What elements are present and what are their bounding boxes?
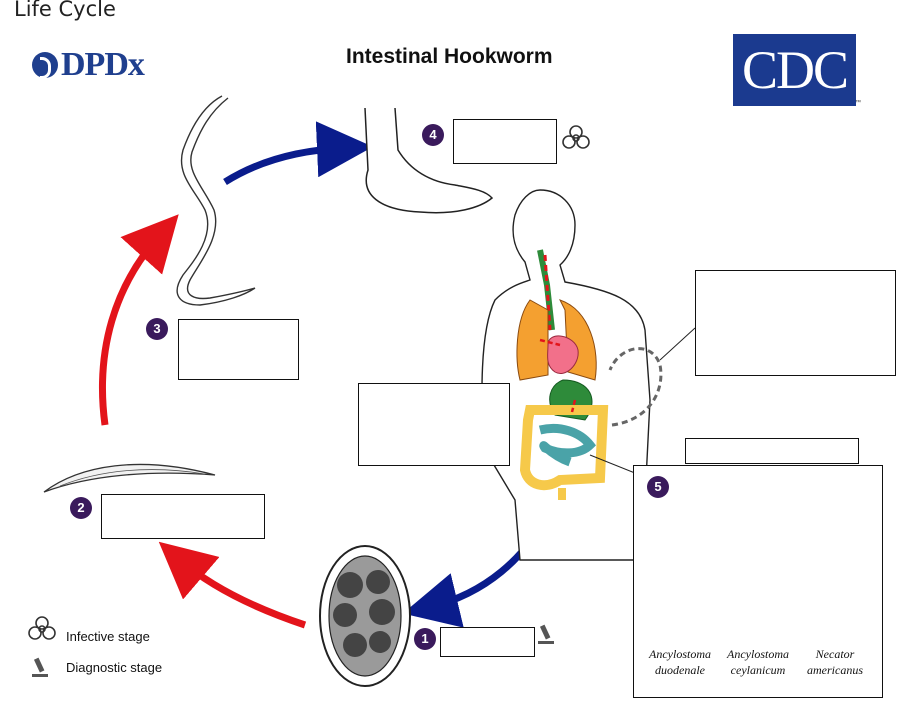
page-heading: Life Cycle	[14, 0, 116, 21]
species-epithet-3: americanus	[807, 663, 863, 677]
species-epithet-2: ceylanicum	[730, 663, 786, 677]
small-intestine	[538, 423, 596, 467]
microscope-icon	[538, 624, 554, 644]
legend-diagnostic-label: Diagnostic stage	[66, 660, 163, 675]
label-box-organs[interactable]	[358, 383, 510, 466]
stage-badge-4: 4	[422, 124, 444, 146]
arrow-eggs-to-rhabditiform	[158, 541, 307, 629]
label-box-migration[interactable]	[695, 270, 896, 376]
arrow-rhabditiform-to-filariform	[99, 214, 179, 426]
dpdx-logo: DPDx	[32, 46, 145, 84]
human-torso	[481, 189, 651, 561]
filariform-larva	[176, 95, 256, 306]
stage-badge-1: 1	[414, 628, 436, 650]
stage-badge-5: 5	[647, 476, 669, 498]
label-box-stage-5[interactable]	[685, 438, 859, 464]
species-label-2: Ancylostoma ceylanicum	[718, 646, 798, 678]
stage-badge-3: 3	[146, 318, 168, 340]
label-box-stage-3[interactable]	[178, 319, 299, 380]
arrow-filariform-to-skin	[223, 121, 373, 185]
species-genus-1: Ancylostoma	[649, 647, 711, 661]
heart	[547, 335, 579, 374]
species-genus-2: Ancylostoma	[727, 647, 789, 661]
large-intestine	[519, 405, 609, 491]
species-label-1: Ancylostoma duodenale	[640, 646, 720, 678]
egg-blastomeres	[333, 570, 395, 657]
diagram-title: Intestinal Hookworm	[346, 45, 553, 68]
dpdx-logo-text: DPDx	[61, 46, 145, 83]
foot	[364, 107, 494, 214]
stage-badge-2: 2	[70, 497, 92, 519]
callout-dashed-ring	[608, 347, 663, 427]
biohazard-icon	[28, 616, 56, 640]
dpdx-logo-mark	[32, 52, 58, 79]
biohazard-icon	[562, 125, 590, 149]
legend-infective-label: Infective stage	[66, 629, 150, 644]
rhabditiform-larva	[43, 463, 216, 493]
species-epithet-1: duodenale	[655, 663, 705, 677]
label-box-stage-1[interactable]	[440, 627, 535, 657]
label-box-stage-4[interactable]	[453, 119, 557, 164]
cdc-logo: CDC	[733, 34, 856, 106]
label-box-stage-2[interactable]	[101, 494, 265, 539]
adult-worm-inset	[633, 465, 883, 698]
lungs-left	[516, 299, 549, 381]
cdc-trademark: ™	[855, 100, 861, 106]
microscope-icon	[32, 657, 48, 677]
species-genus-3: Necator	[815, 647, 855, 661]
species-label-3: Necator americanus	[795, 646, 875, 678]
